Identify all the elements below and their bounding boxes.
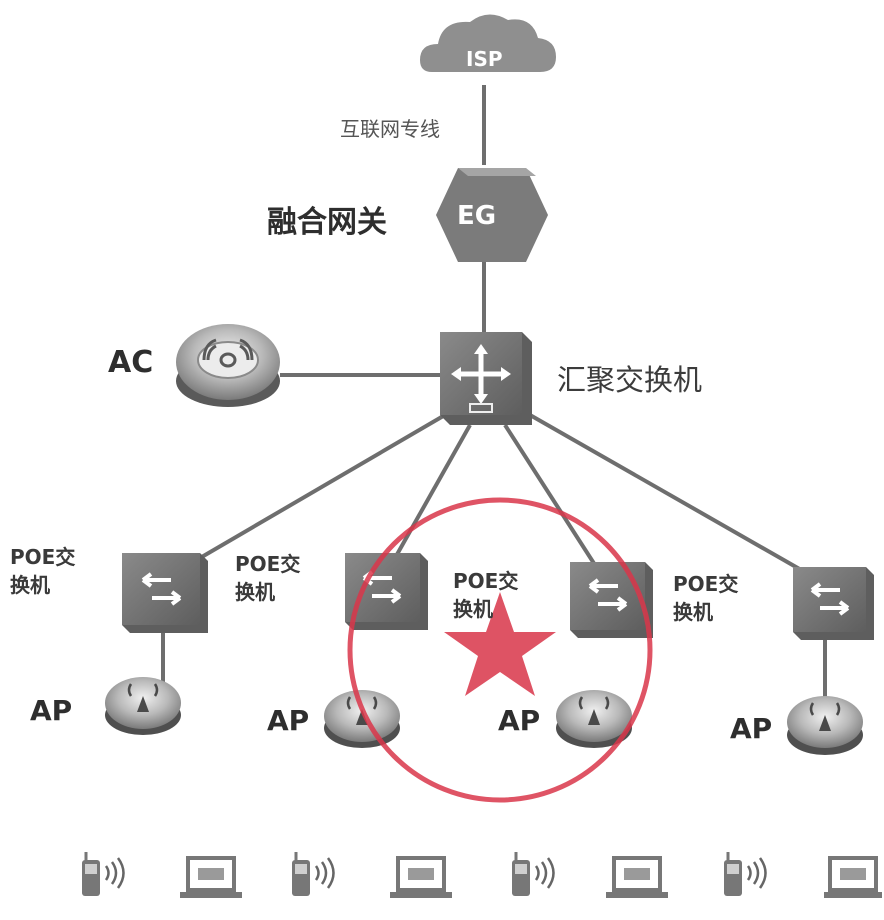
link-agg-poe3 bbox=[503, 423, 597, 567]
laptop-icon bbox=[390, 856, 452, 898]
mobile-phone-icon bbox=[512, 852, 555, 896]
poe-switch-label: POE交 换机 bbox=[10, 545, 76, 597]
ac-label: AC bbox=[108, 345, 154, 380]
isp-label: ISP bbox=[466, 47, 503, 71]
access-point-icon bbox=[105, 677, 181, 735]
ac-controller-icon bbox=[176, 324, 280, 407]
link-agg-poe4 bbox=[529, 413, 811, 577]
laptop-icon bbox=[606, 856, 668, 898]
ap-label: AP bbox=[498, 704, 541, 737]
access-point-icon bbox=[324, 690, 400, 748]
aggregation-switch-label: 汇聚交换机 bbox=[557, 363, 703, 397]
ap-label: AP bbox=[30, 694, 73, 727]
access-point-icon bbox=[556, 690, 632, 748]
mobile-phone-icon bbox=[82, 852, 125, 896]
link-agg-poe2 bbox=[393, 424, 472, 559]
gateway-label: 融合网关 bbox=[267, 205, 387, 240]
dedicated-line-label: 互联网专线 bbox=[340, 117, 440, 141]
poe-switch-label: POE交 换机 bbox=[673, 572, 739, 624]
access-point-icon bbox=[787, 696, 863, 755]
aggregation-switch-icon bbox=[440, 332, 532, 425]
eg-gateway-icon bbox=[436, 168, 548, 262]
link-agg-poe1 bbox=[198, 413, 447, 560]
isp-cloud-icon bbox=[420, 14, 556, 72]
company-seal bbox=[347, 497, 653, 803]
poe-switch-icon bbox=[122, 553, 208, 633]
ap-label: AP bbox=[730, 712, 773, 745]
poe-switch-icon bbox=[345, 553, 428, 630]
mobile-phone-icon bbox=[724, 852, 767, 896]
connection-lines bbox=[161, 85, 827, 700]
mobile-phone-icon bbox=[292, 852, 335, 896]
poe-switch-icon bbox=[793, 567, 874, 640]
poe-switch-label: POE交 换机 bbox=[453, 569, 519, 621]
laptop-icon bbox=[824, 856, 882, 898]
eg-label: EG bbox=[457, 201, 497, 231]
poe-switch-label: POE交 换机 bbox=[235, 552, 301, 604]
laptop-icon bbox=[180, 856, 242, 898]
ap-label: AP bbox=[267, 704, 310, 737]
